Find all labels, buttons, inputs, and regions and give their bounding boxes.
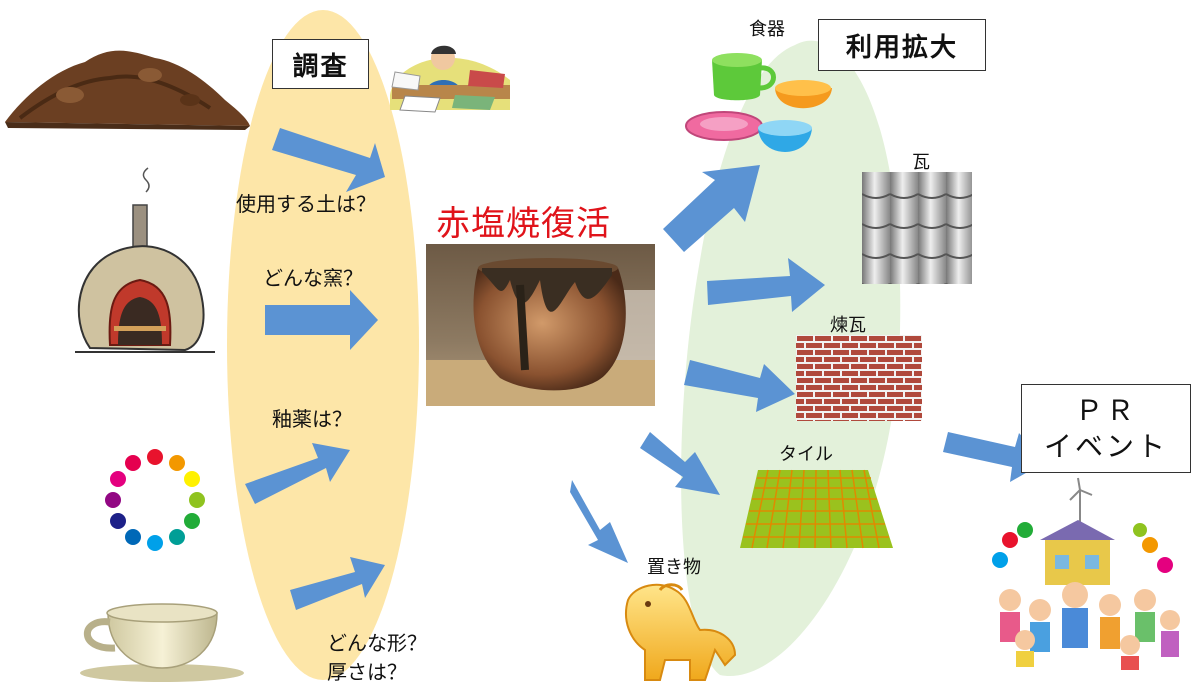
arrow-rooftile bbox=[707, 258, 825, 312]
arrow-pr bbox=[943, 432, 1045, 482]
arrow-shape bbox=[290, 557, 385, 610]
label-brick: 煉瓦 bbox=[830, 315, 866, 336]
revival-title: 赤塩焼復活 bbox=[436, 204, 611, 244]
expansion-header-box: 利用拡大 bbox=[818, 19, 986, 71]
teacup-image bbox=[80, 603, 244, 682]
roof-tile-image bbox=[862, 172, 972, 284]
arrow-kiln bbox=[265, 290, 378, 350]
pr-line1: ＰＲ bbox=[1074, 393, 1137, 427]
pr-box: ＰＲ イベント bbox=[1021, 384, 1191, 473]
research-ellipse bbox=[227, 10, 419, 680]
arrow-glaze bbox=[245, 443, 350, 504]
question-thickness: 厚さは？ bbox=[327, 660, 407, 684]
question-kiln: どんな窯？ bbox=[263, 266, 363, 290]
arrow-brick bbox=[684, 360, 795, 412]
label-figurine: 置き物 bbox=[647, 557, 701, 578]
question-soil: 使用する土は？ bbox=[236, 192, 376, 216]
research-header: 調査 bbox=[292, 51, 349, 82]
tableware-image bbox=[685, 53, 832, 152]
horse-figurine-image bbox=[625, 583, 737, 681]
arrow-tile bbox=[640, 432, 720, 495]
soil-pile-image bbox=[5, 50, 250, 130]
expansion-header: 利用拡大 bbox=[845, 32, 958, 63]
label-tile: タイル bbox=[779, 444, 833, 465]
arrow-figurine bbox=[570, 480, 628, 563]
label-tableware: 食器 bbox=[749, 19, 785, 40]
arrow-soil bbox=[272, 128, 385, 192]
research-header-box: 調査 bbox=[272, 39, 369, 89]
color-wheel-image bbox=[105, 449, 205, 551]
question-shape: どんな形？ bbox=[327, 631, 427, 655]
pot-photo bbox=[426, 244, 655, 406]
researcher-image bbox=[390, 45, 510, 113]
label-roof-tile: 瓦 bbox=[912, 152, 930, 173]
pr-line2: イベント bbox=[1043, 429, 1168, 463]
kiln-image bbox=[75, 167, 215, 353]
event-image bbox=[992, 477, 1180, 670]
floor-tile-image bbox=[740, 469, 893, 549]
question-glaze: 釉薬は？ bbox=[272, 407, 352, 431]
arrow-tableware bbox=[663, 165, 760, 252]
brick-image bbox=[796, 335, 922, 421]
